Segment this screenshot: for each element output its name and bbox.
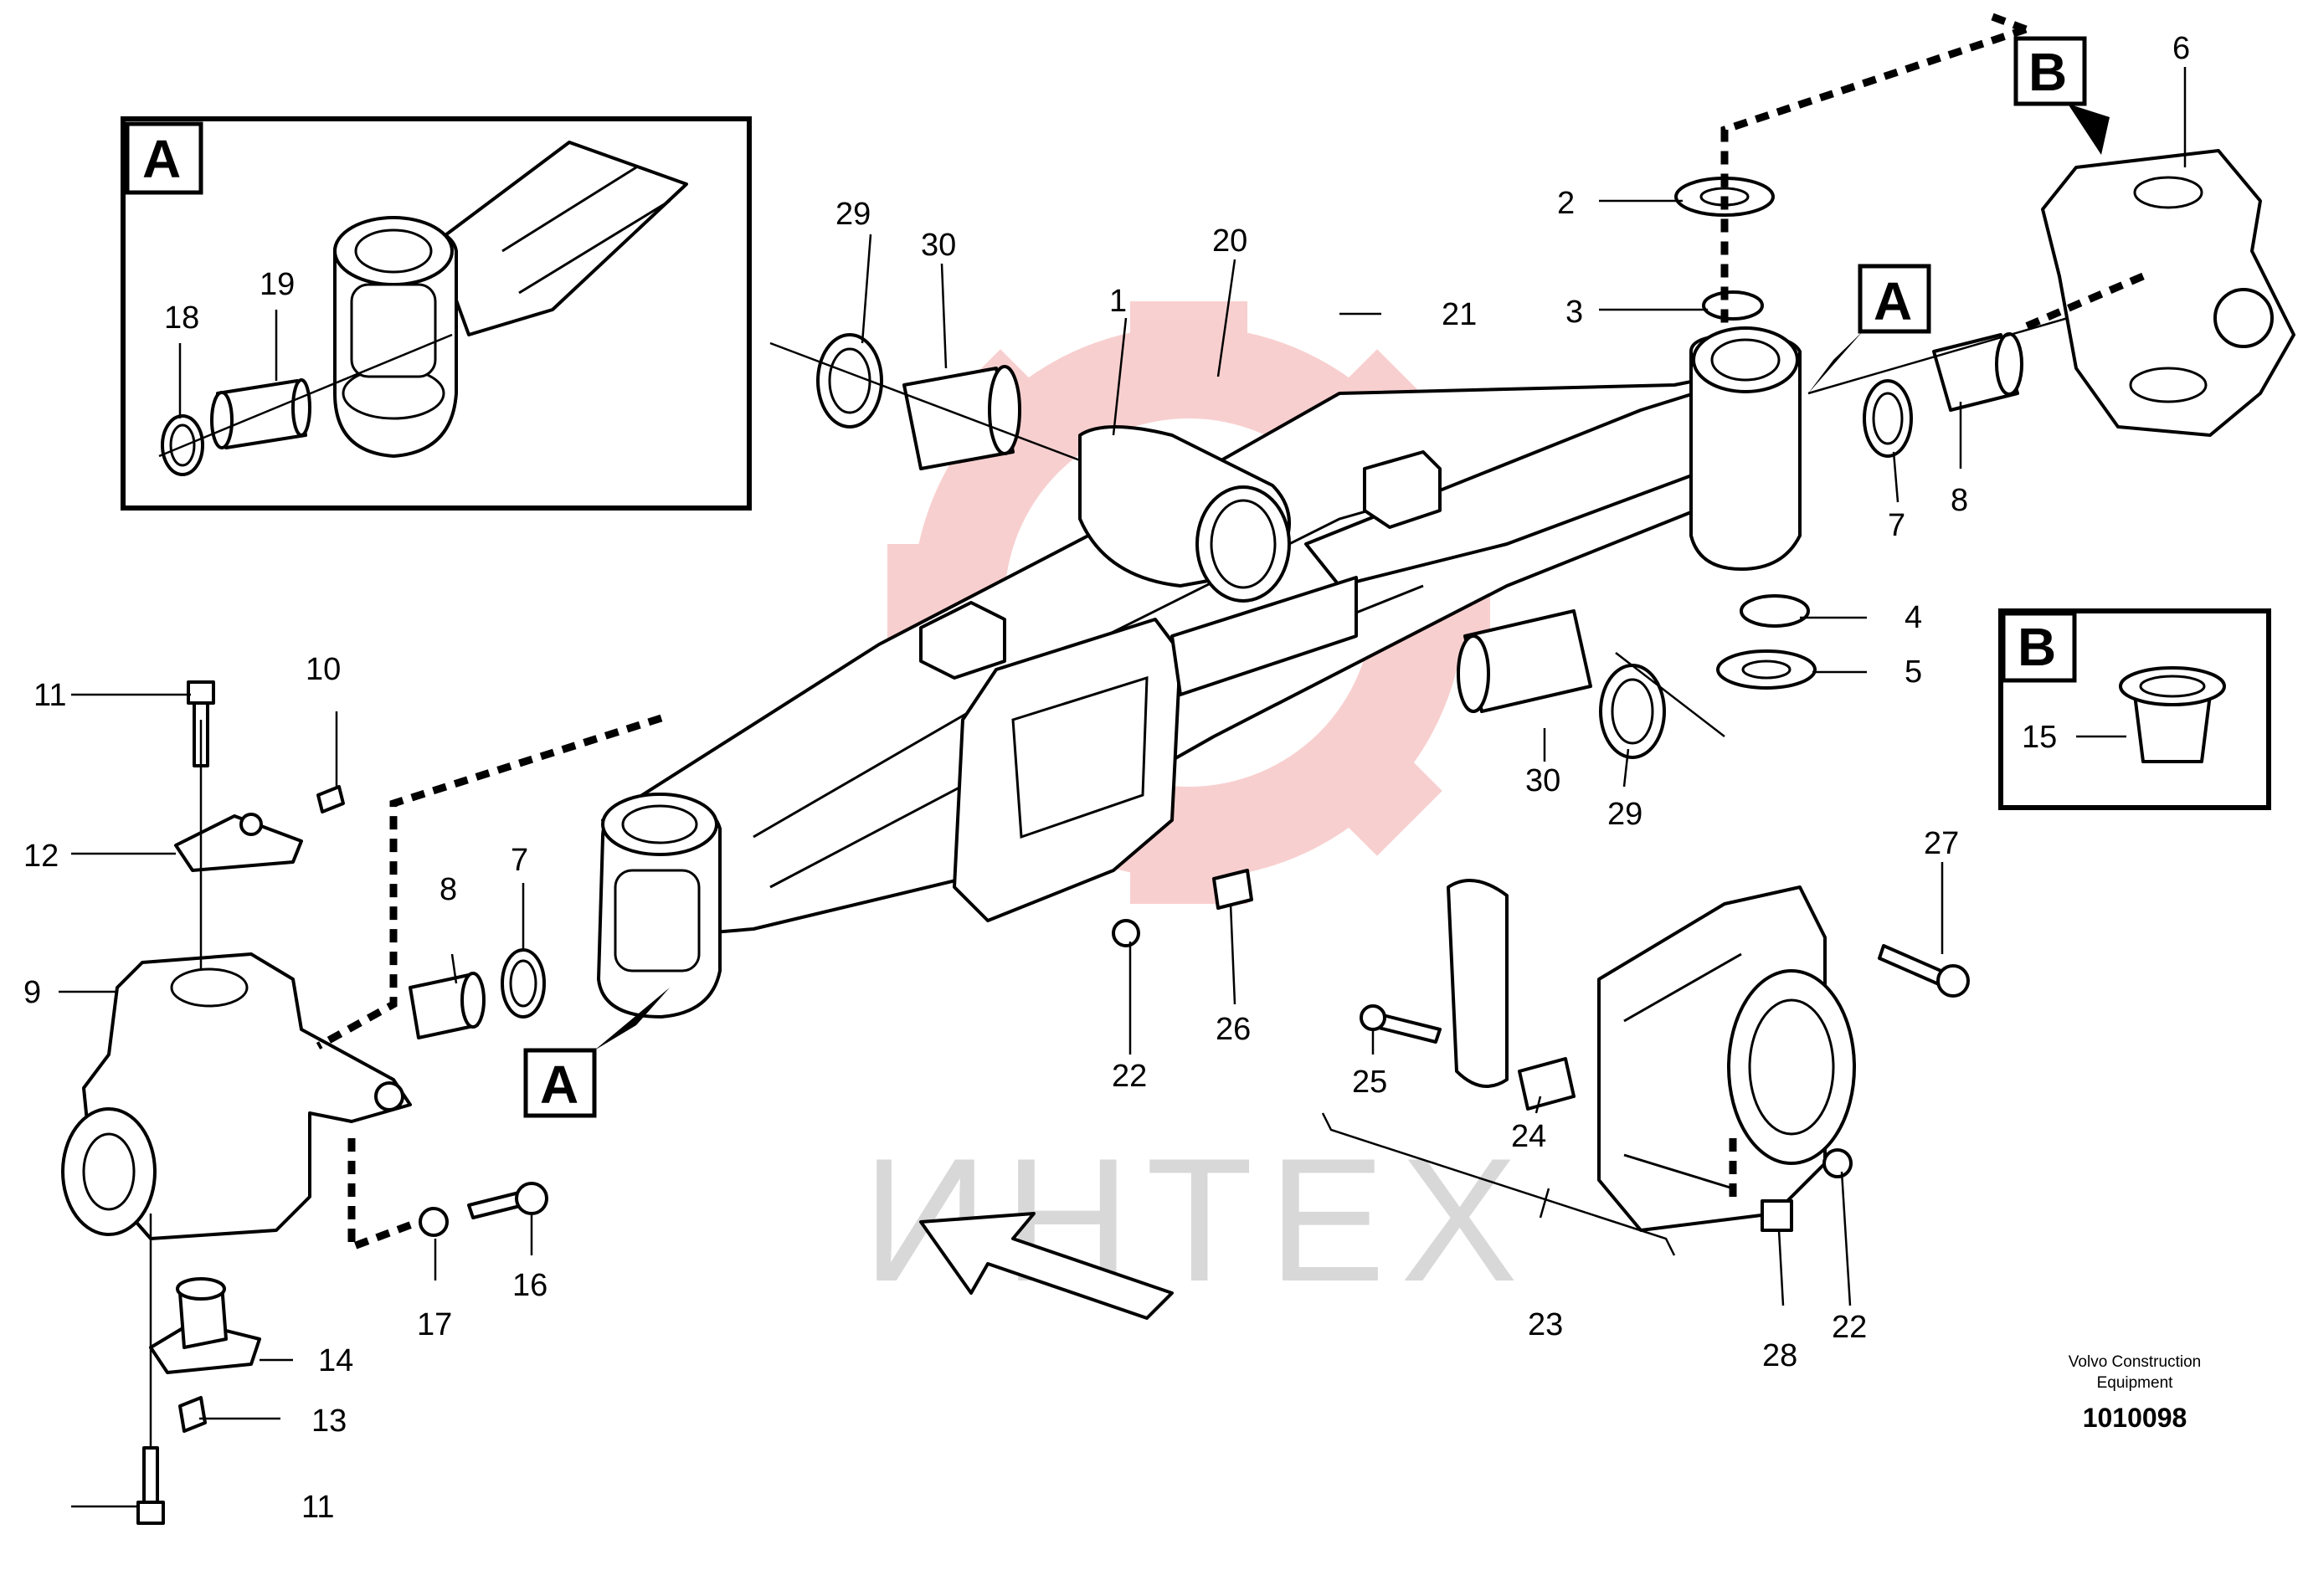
credit-line-2: Equipment (2097, 1374, 2174, 1392)
callout-28: 28 (1762, 1338, 1797, 1373)
drawing-number: 1010098 (2083, 1403, 2187, 1433)
detail-marker-b-inset: B (2018, 617, 2056, 677)
callout-23: 23 (1528, 1307, 1563, 1342)
callout-10: 10 (306, 652, 341, 687)
detail-marker-b-top: B (2028, 42, 2067, 102)
callout-2: 2 (1557, 186, 1575, 221)
detail-marker-a-left: A (540, 1055, 578, 1115)
axle-beam (597, 326, 1802, 1019)
detail-marker-a-right: A (1874, 271, 1912, 331)
callout-22-center: 22 (1112, 1059, 1147, 1094)
callout-27: 27 (1924, 826, 1959, 861)
right-side-parts (769, 149, 2295, 759)
callout-17: 17 (417, 1307, 452, 1342)
callout-labels: 1 2 3 4 5 6 7 7 8 8 9 10 11 11 12 13 14 … (23, 31, 2190, 1525)
callout-9: 9 (23, 975, 41, 1010)
callout-29-bottom: 29 (1607, 797, 1642, 832)
callout-6: 6 (2172, 31, 2190, 66)
callout-29-top: 29 (835, 197, 871, 232)
callout-8-left: 8 (440, 872, 457, 907)
detail-marker-b-top-group: B (2013, 36, 2110, 155)
callout-5: 5 (1905, 654, 1922, 690)
callout-18: 18 (164, 300, 199, 336)
detail-marker-a-inset: A (142, 129, 181, 189)
carrier-housing (1112, 869, 1970, 1232)
callout-30-bottom: 30 (1525, 763, 1560, 798)
callout-22-right: 22 (1832, 1310, 1867, 1345)
detail-inset-b: B (1998, 608, 2271, 810)
callout-4: 4 (1905, 600, 1922, 635)
detail-marker-a-left-group: A (523, 988, 670, 1118)
callout-26: 26 (1216, 1012, 1251, 1047)
callout-20: 20 (1212, 223, 1247, 259)
callout-13: 13 (311, 1404, 347, 1439)
credit-line-1: Volvo Construction (2069, 1353, 2201, 1371)
dashed-assembly-lines (316, 13, 2145, 1253)
callout-19: 19 (260, 267, 295, 302)
callout-leaders (59, 67, 2187, 1508)
callout-15: 15 (2022, 720, 2057, 755)
callout-21: 21 (1442, 297, 1477, 332)
callout-8-right: 8 (1951, 483, 1968, 518)
callout-12: 12 (23, 839, 59, 874)
callout-7-right: 7 (1888, 508, 1905, 543)
callout-25: 25 (1352, 1065, 1387, 1100)
callout-16: 16 (512, 1268, 547, 1303)
callout-30-top: 30 (921, 228, 956, 263)
callout-1: 1 (1109, 284, 1127, 319)
drawing-credit: Volvo Construction Equipment 1010098 (2069, 1353, 2201, 1433)
callout-24: 24 (1511, 1119, 1546, 1154)
callout-7-left: 7 (511, 843, 528, 878)
callout-11-top: 11 (33, 678, 66, 713)
callout-14: 14 (318, 1343, 353, 1378)
left-side-parts (61, 680, 548, 1525)
forward-arrow (919, 1212, 1174, 1320)
detail-inset-a: A (121, 116, 752, 511)
callout-3: 3 (1565, 295, 1583, 330)
detail-marker-a-right-group: A (1808, 264, 1931, 393)
bracket-23 (1321, 1112, 1676, 1256)
callout-11-bottom: 11 (301, 1490, 334, 1525)
